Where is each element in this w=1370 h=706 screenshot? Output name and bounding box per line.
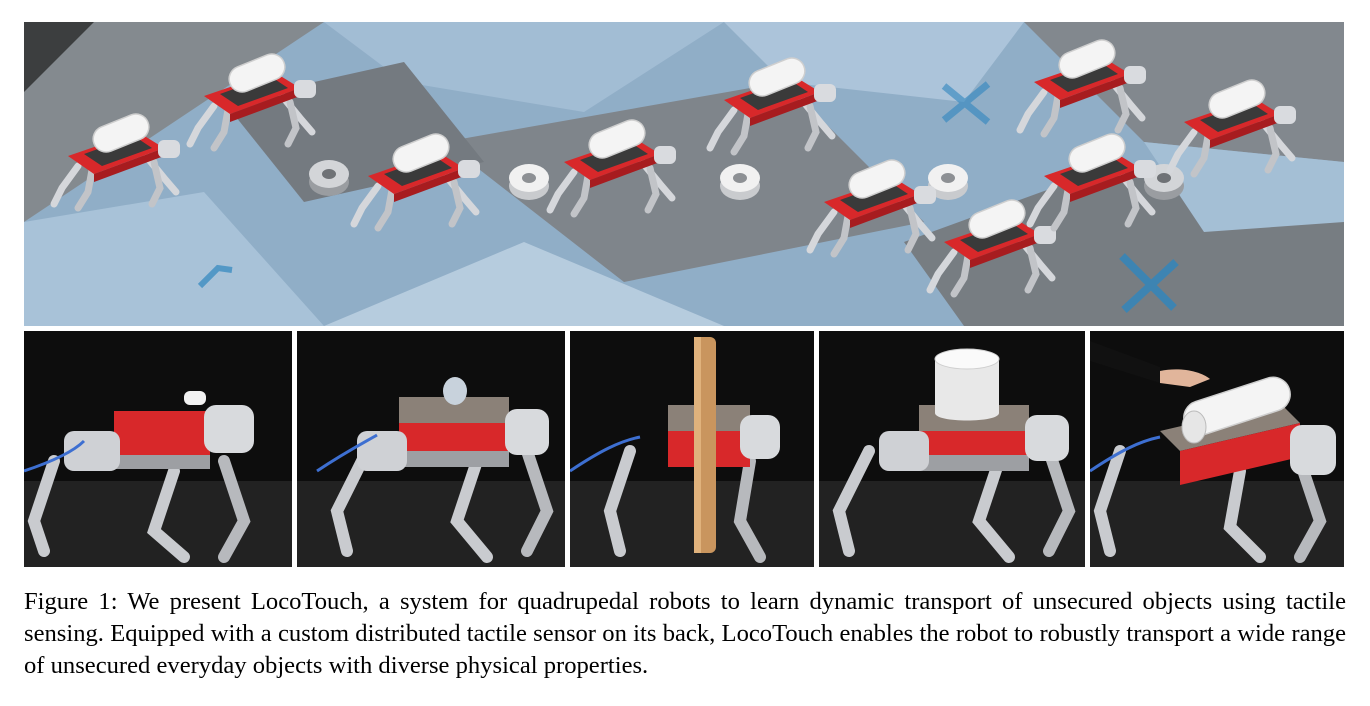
panel-bottle xyxy=(297,331,565,567)
panel-cylinder-with-hand xyxy=(1090,331,1344,567)
caption-label: Figure 1: xyxy=(24,588,118,615)
figure-caption: Figure 1: We present LocoTouch, a system… xyxy=(24,586,1346,682)
trajectory-composite-image xyxy=(24,22,1344,326)
panel-small-cylinder xyxy=(24,331,292,567)
object-panels-row xyxy=(24,331,1344,567)
panel-bucket xyxy=(819,331,1085,567)
caption-text: We present LocoTouch, a system for quadr… xyxy=(24,588,1346,679)
panel-long-tube xyxy=(570,331,814,567)
